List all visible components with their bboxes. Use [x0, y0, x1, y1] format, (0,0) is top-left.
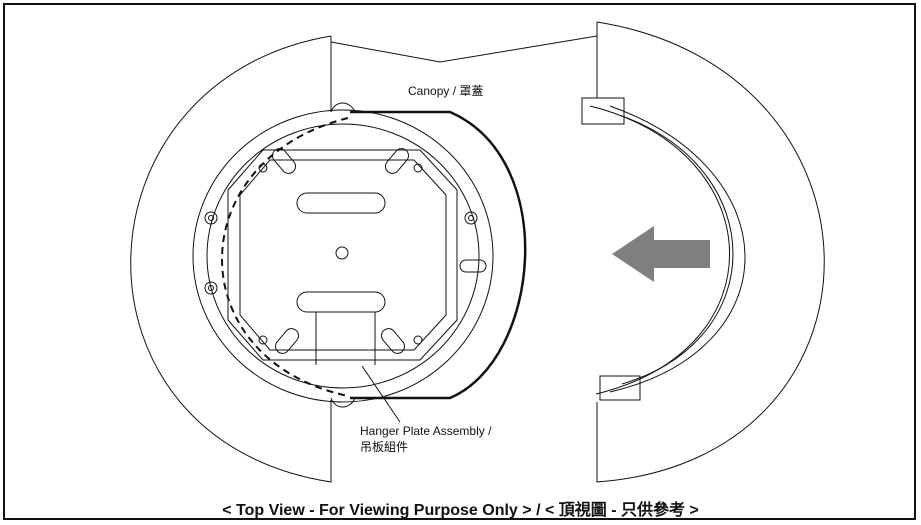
- hanger-plate-octagon: [227, 149, 458, 361]
- hanger-leader-line: [361, 365, 401, 423]
- center-hole: [335, 246, 349, 260]
- diagram-frame: [3, 3, 916, 520]
- left-canopy-half: [130, 35, 332, 483]
- hanger-stem: [315, 312, 376, 365]
- right-top-tab: [581, 97, 625, 125]
- canopy-top-flap: [330, 35, 598, 63]
- view-caption: < Top View - For Viewing Purpose Only > …: [222, 502, 699, 519]
- hanger-plate-outer-rim: [350, 110, 527, 400]
- right-canopy-half: [596, 21, 825, 483]
- right-bottom-tab: [599, 375, 641, 401]
- bottom-slot: [296, 291, 386, 313]
- hanger-plate-label-line2: 吊板組件: [360, 440, 409, 454]
- hanger-plate-label-line1: Hanger Plate Assembly /: [360, 424, 492, 438]
- hanger-plate-ring-outer: [192, 109, 494, 403]
- top-slot: [296, 192, 386, 214]
- left-arrow-icon: [612, 226, 710, 282]
- hanger-dashed-track: [221, 117, 349, 397]
- canopy-label: Canopy / 罩蓋: [408, 84, 484, 98]
- hanger-plate-ring-inner: [206, 123, 480, 389]
